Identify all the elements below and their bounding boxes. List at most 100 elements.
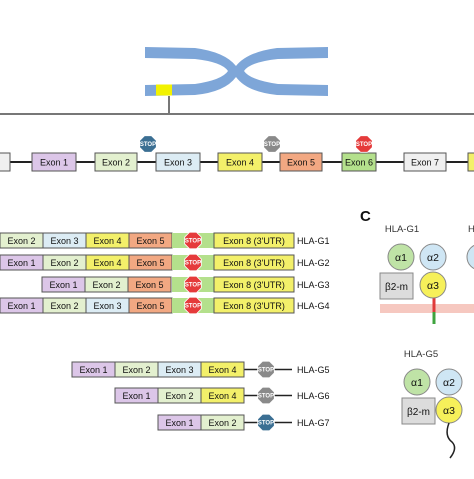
isoform-stop: STOP — [184, 253, 202, 272]
isoform-exon-label: Exon 4 — [93, 236, 121, 246]
isoform-exon: Exon 2 — [42, 254, 87, 271]
b2m-label: β2-m — [385, 282, 408, 293]
gene-exon-4-label: Exon 4 — [226, 158, 254, 168]
isoform-exon-label: Exon 5 — [136, 301, 164, 311]
g5-alpha3-label: α3 — [443, 405, 455, 417]
gene-exon-7-label: Exon 7 — [411, 158, 439, 168]
isoform-exon-label: Exon 2 — [50, 258, 78, 268]
isoform-name: HLA-G1 — [297, 236, 330, 246]
chromosome — [0, 47, 474, 115]
isoform-stop-label: STOP — [185, 261, 201, 267]
isoform-stop: STOP — [184, 296, 202, 315]
isoform-utr-box — [213, 232, 295, 249]
isoform-exon: Exon 5 — [127, 276, 172, 293]
gene-exon-4: Exon 4 — [217, 152, 263, 172]
soluble-stop-shape — [257, 386, 275, 405]
gene-exon-3-label: Exon 3 — [164, 158, 192, 168]
soluble-stop-shape — [257, 360, 275, 379]
isoform-exon: Exon 5 — [128, 232, 173, 249]
isoform-name: HLA-G2 — [297, 258, 330, 268]
isoform-exon: Exon 3 — [42, 232, 87, 249]
soluble-exon: Exon 1 — [157, 414, 202, 431]
gene-exon-5: Exon 5 — [279, 152, 323, 172]
isoform-stop-label: STOP — [185, 283, 201, 289]
soluble-stop: STOP — [257, 386, 275, 405]
panel-c: C HLA-G1 H α1 α2 β2-m α3 HLA-G5 α1 α2 β2… — [360, 208, 474, 459]
soluble-stop: STOP — [257, 360, 275, 379]
isoform-exon-label: Exon 5 — [136, 236, 164, 246]
isoform-stop-shape — [184, 275, 202, 294]
gene-stop-exon6-label: STOP — [356, 142, 372, 148]
soluble-exon: Exon 2 — [157, 387, 202, 404]
isoform-exon-label: Exon 2 — [92, 280, 120, 290]
soluble-stop: STOP — [257, 413, 275, 432]
isoform-utr-label: Exon 8 (3'UTR) — [223, 236, 285, 246]
gene-exon-3-box — [155, 152, 201, 172]
soluble-exon-box — [200, 414, 245, 431]
alpha3-label: α3 — [427, 280, 439, 292]
isoform-exon-label: Exon 2 — [50, 301, 78, 311]
isoform-exon: Exon 2 — [42, 297, 87, 314]
isoform-utr-label: Exon 8 (3'UTR) — [223, 301, 285, 311]
gene-exon-2: Exon 2 — [94, 152, 138, 172]
gene-exon-7-box — [403, 152, 447, 172]
soluble-exon: Exon 1 — [114, 387, 159, 404]
isoform-exon-label: Exon 4 — [93, 258, 121, 268]
isoform-row-hla-g7: Exon 1 Exon 2 STOP HLA-G7 — [157, 413, 330, 432]
isoform-exon: Exon 2 — [84, 276, 129, 293]
isoform-exon-label: Exon 5 — [136, 258, 164, 268]
isoform-exon-label: Exon 3 — [93, 301, 121, 311]
gene-exon-7: Exon 7 — [403, 152, 447, 172]
gene-exon-2-box — [94, 152, 138, 172]
isoform-stop-shape — [184, 231, 202, 250]
gene-stop-exon6-shape — [355, 135, 373, 153]
gene-exon-2-label: Exon 2 — [102, 158, 130, 168]
soluble-exon-label: Exon 1 — [165, 418, 193, 428]
g5-alpha1-label: α1 — [411, 377, 423, 389]
isoform-name: HLA-G4 — [297, 301, 330, 311]
gene-stop-exon4-shape — [263, 135, 281, 153]
isoform-exon: Exon 4 — [85, 232, 130, 249]
gene-stop-exon6: STOP — [355, 135, 373, 153]
isoform-exon: Exon 5 — [128, 254, 173, 271]
soluble-exon-label: Exon 4 — [208, 365, 236, 375]
gene-leftmost-box — [0, 152, 11, 172]
isoform-exon: Exon 1 — [41, 276, 86, 293]
isoform-exon-label: Exon 1 — [7, 301, 35, 311]
isoform-utr-box — [213, 254, 295, 271]
isoform-utr-label: Exon 8 (3'UTR) — [223, 258, 285, 268]
isoform-name: HLA-G3 — [297, 280, 330, 290]
isoform-stop: STOP — [184, 275, 202, 294]
isoform-name: HLA-G7 — [297, 418, 330, 428]
alpha2-label: α2 — [427, 252, 439, 264]
gene-exon-1: Exon 1 — [31, 152, 77, 172]
gene-exon-6-box — [341, 152, 377, 172]
isoform-exon: Exon 4 — [85, 254, 130, 271]
soluble-stop-label: STOP — [258, 368, 274, 374]
b2m-domain — [379, 272, 414, 300]
isoform-name: HLA-G6 — [297, 391, 330, 401]
soluble-exon-label: Exon 3 — [165, 365, 193, 375]
gene-stop-exon3: STOP — [139, 135, 157, 153]
isoform-utr: Exon 8 (3'UTR) — [213, 297, 295, 314]
isoform-exon: Exon 2 — [0, 232, 44, 249]
alpha1-domain — [387, 243, 415, 271]
soluble-exon: Exon 2 — [114, 361, 159, 378]
soluble-exon-label: Exon 2 — [122, 365, 150, 375]
isoform-stop-shape — [184, 253, 202, 272]
gene-stop-exon3-shape — [139, 135, 157, 153]
g5-alpha2-domain — [435, 368, 463, 396]
soluble-exon-box — [200, 387, 245, 404]
hla-g5-title: HLA-G5 — [404, 349, 438, 360]
soluble-exon-label: Exon 2 — [208, 418, 236, 428]
soluble-exon: Exon 4 — [200, 387, 245, 404]
panel-c-letter: C — [360, 208, 371, 225]
g5-b2m-domain — [401, 397, 436, 425]
cell-membrane — [380, 304, 474, 313]
